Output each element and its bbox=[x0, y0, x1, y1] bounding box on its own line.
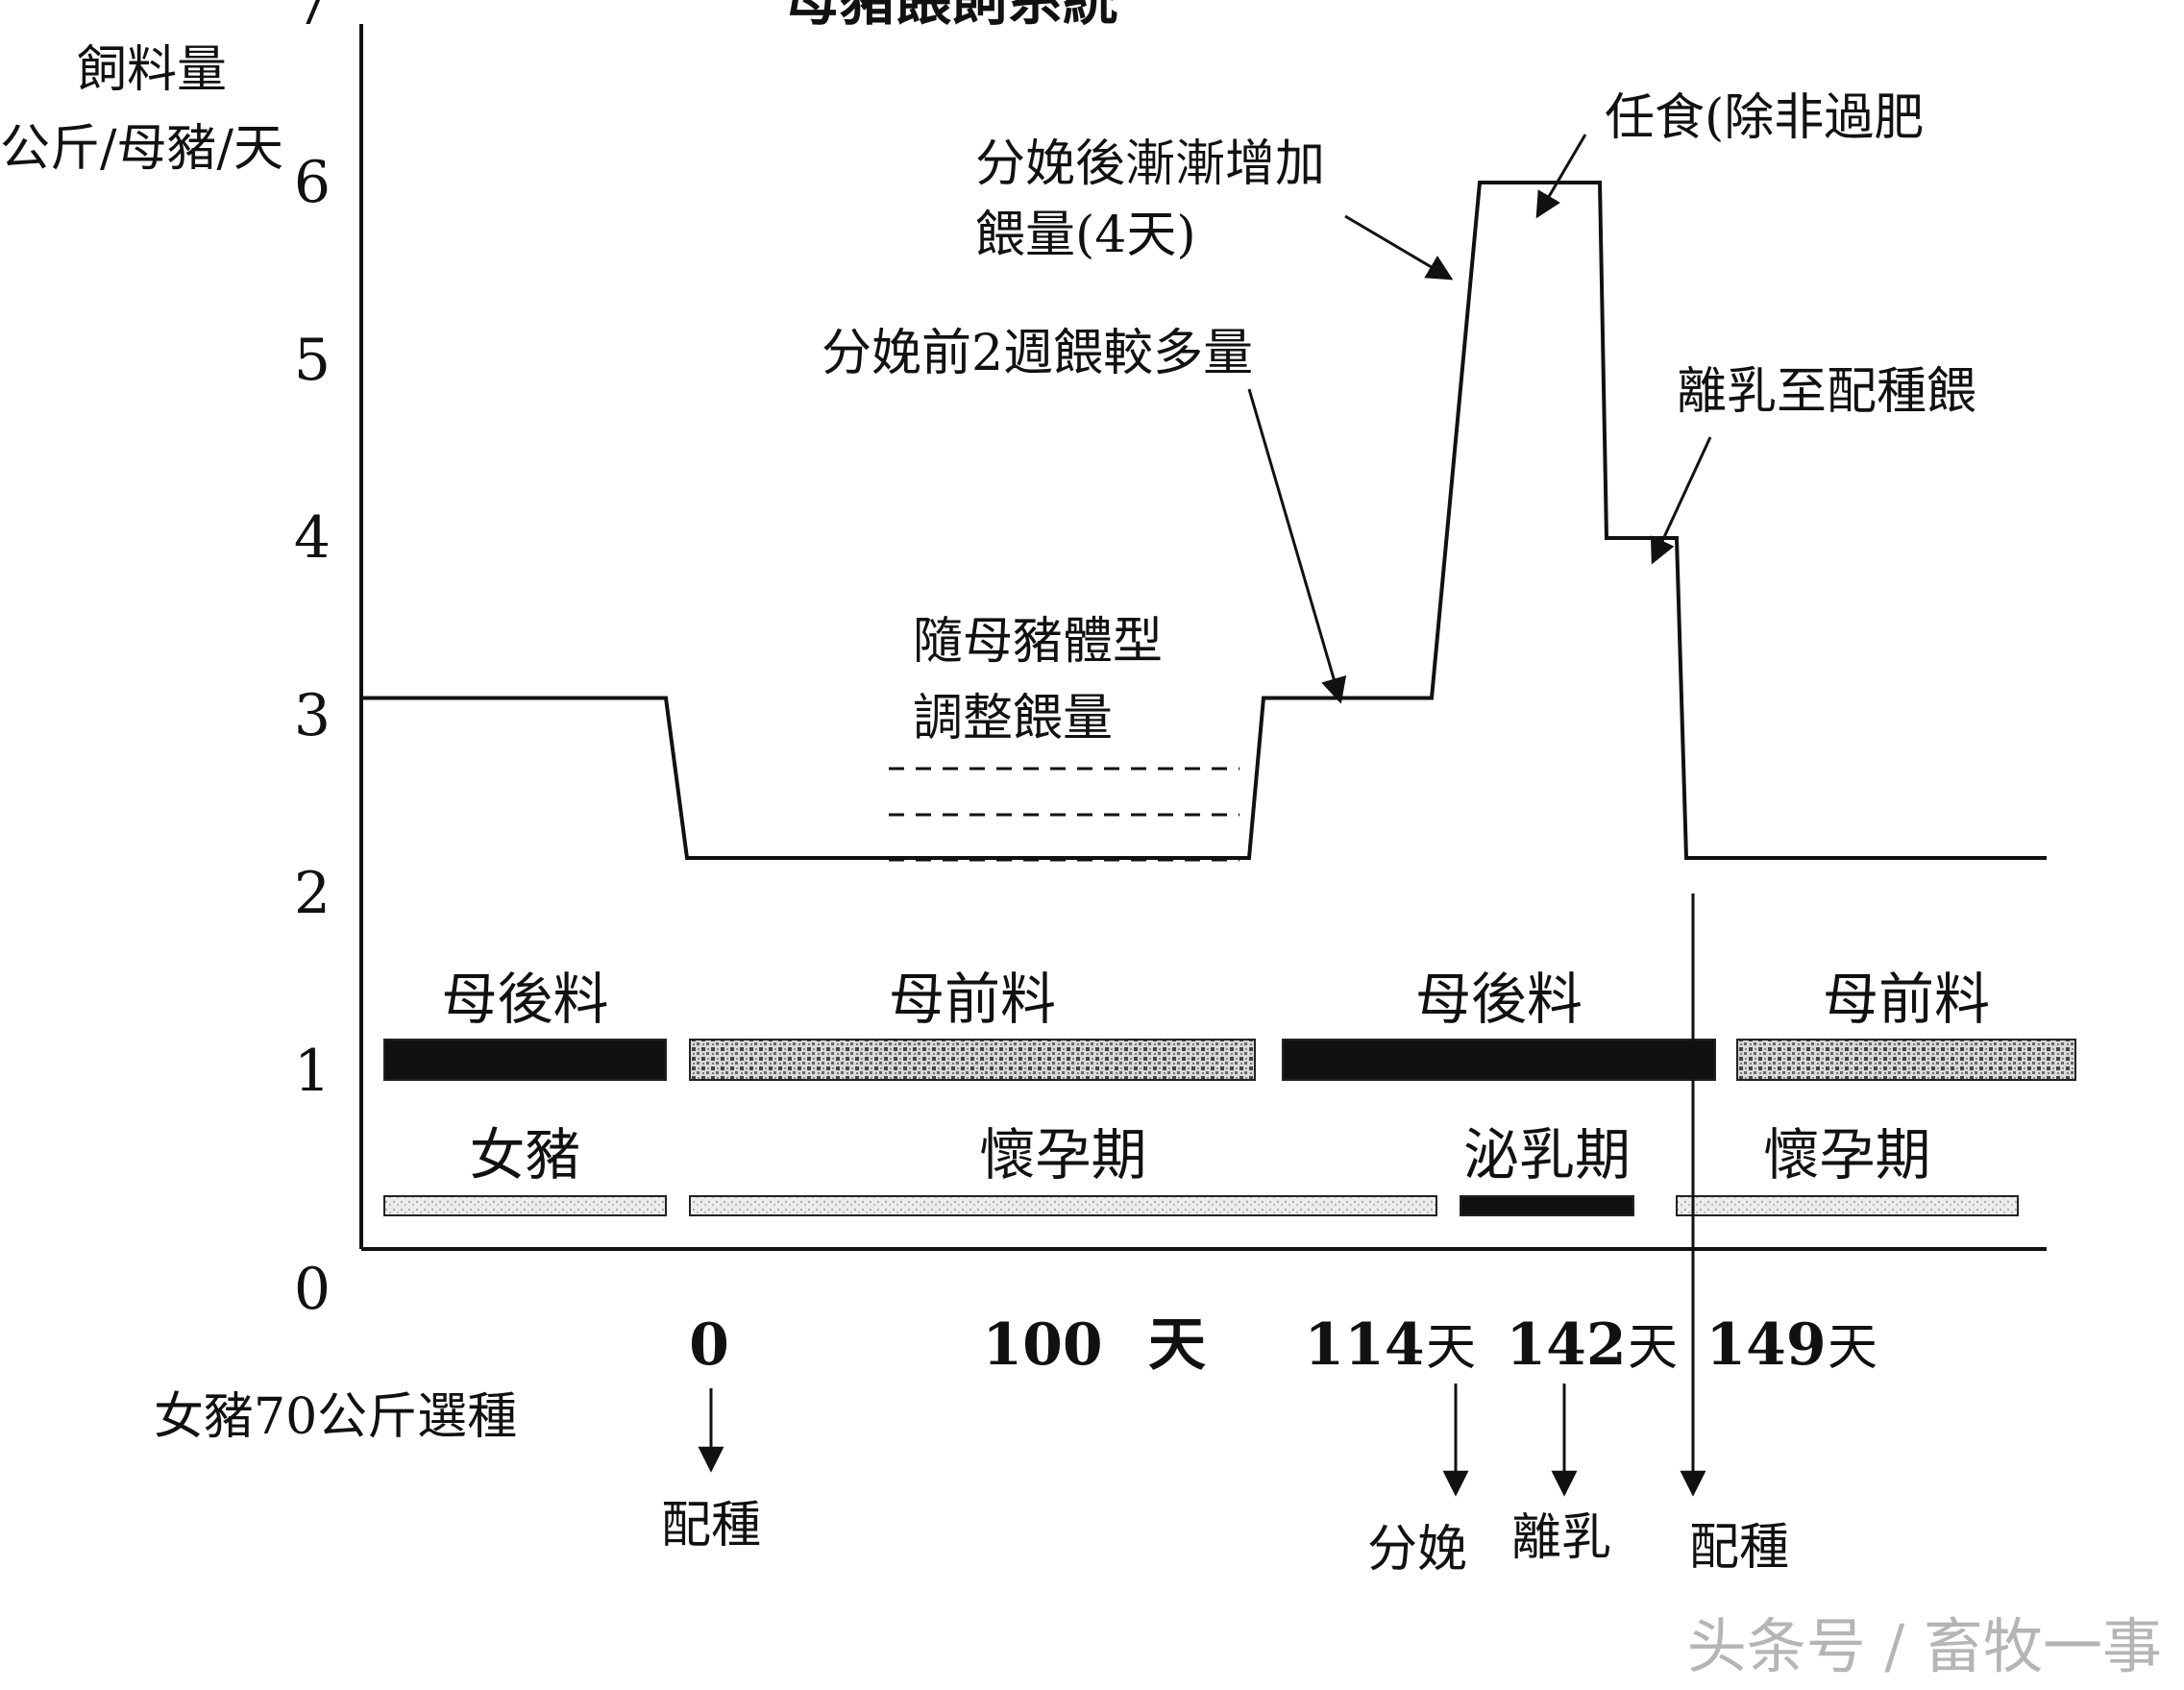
annotation-ad-lib: 任食(除非過肥 bbox=[1605, 89, 1924, 147]
x-tick-142-unit: 天 bbox=[1628, 1319, 1678, 1377]
y-tick-label: 5 bbox=[294, 327, 331, 394]
x-tick-0: 0 bbox=[689, 1311, 729, 1379]
annotation-body-type-2: 調整餵量 bbox=[913, 690, 1113, 747]
stage-bar bbox=[383, 1195, 667, 1216]
y-tick-label: 7 bbox=[294, 0, 331, 38]
arrow-ad-lib bbox=[1535, 134, 1587, 219]
annotation-pre-farrow: 分娩前2週餵較多量 bbox=[822, 325, 1253, 382]
stage-bar bbox=[1460, 1195, 1634, 1216]
feed-curve bbox=[361, 181, 2047, 860]
annotation-post-farrow-1: 分娩後漸漸增加 bbox=[975, 135, 1325, 193]
feed-type-label: 母後料 bbox=[441, 967, 608, 1032]
feed-type-bar bbox=[383, 1039, 667, 1081]
gilt-selection-label: 女豬70公斤選種 bbox=[154, 1388, 517, 1446]
event-mating-1: 配種 bbox=[661, 1497, 761, 1555]
stage-label: 泌乳期 bbox=[1463, 1122, 1631, 1188]
stage-bar bbox=[689, 1195, 1437, 1216]
x-tick-149: 149 bbox=[1705, 1311, 1826, 1379]
x-tick-114-unit: 天 bbox=[1426, 1319, 1476, 1377]
y-tick-label: 2 bbox=[294, 860, 331, 927]
diagram-title: 母豬餵飼系統 bbox=[784, 0, 1118, 33]
arrow-wean-to-mate bbox=[1650, 436, 1712, 565]
arrow-post-farrow bbox=[1344, 214, 1454, 281]
event-farrowing: 分娩 bbox=[1367, 1521, 1467, 1579]
y-tick-label: 6 bbox=[294, 149, 331, 216]
x-tick-149-unit: 天 bbox=[1828, 1319, 1877, 1377]
x-tick-100-unit: 天 bbox=[1148, 1311, 1206, 1379]
feed-type-row: 母後料 母前料 母後料 母前料 bbox=[383, 967, 2076, 1081]
annotation-post-farrow-2: 餵量(4天) bbox=[975, 207, 1196, 264]
watermark: 头条号 / 畜牧一事 bbox=[1687, 1611, 2162, 1681]
event-weaning: 離乳 bbox=[1511, 1509, 1611, 1567]
feed-type-bar bbox=[1736, 1039, 2076, 1081]
feed-type-bar bbox=[689, 1039, 1256, 1081]
y-tick-label: 1 bbox=[294, 1038, 331, 1105]
annotation-body-type-1: 隨母豬體型 bbox=[913, 613, 1163, 671]
x-tick-114: 114 bbox=[1304, 1311, 1424, 1379]
y-axis-ticks: 0 1 2 3 4 5 6 7 bbox=[294, 0, 331, 1323]
y-axis-label-2: 公斤/母豬/天 bbox=[0, 120, 283, 178]
stage-label: 懷孕期 bbox=[979, 1122, 1146, 1188]
feed-type-label: 母前料 bbox=[889, 967, 1056, 1032]
x-tick-142: 142 bbox=[1506, 1311, 1626, 1379]
y-tick-label: 4 bbox=[294, 504, 331, 572]
feed-type-label: 母前料 bbox=[1823, 967, 1990, 1032]
annotation-wean-to-mate: 離乳至配種餵 bbox=[1677, 363, 1976, 421]
event-mating-2: 配種 bbox=[1689, 1519, 1789, 1577]
stage-bar bbox=[1676, 1195, 2019, 1216]
stage-row: 女豬 懷孕期 泌乳期 懷孕期 bbox=[383, 1122, 2019, 1216]
arrow-pre-farrow bbox=[1247, 388, 1347, 704]
stage-label: 女豬 bbox=[469, 1122, 580, 1188]
feed-type-bar bbox=[1282, 1039, 1716, 1081]
y-tick-label: 3 bbox=[294, 682, 331, 749]
feed-type-label: 母後料 bbox=[1415, 967, 1583, 1032]
y-tick-label: 0 bbox=[294, 1256, 331, 1323]
stage-label: 懷孕期 bbox=[1763, 1122, 1930, 1188]
y-axis-label-1: 飼料量 bbox=[77, 41, 227, 99]
x-tick-100: 100 bbox=[982, 1311, 1102, 1379]
